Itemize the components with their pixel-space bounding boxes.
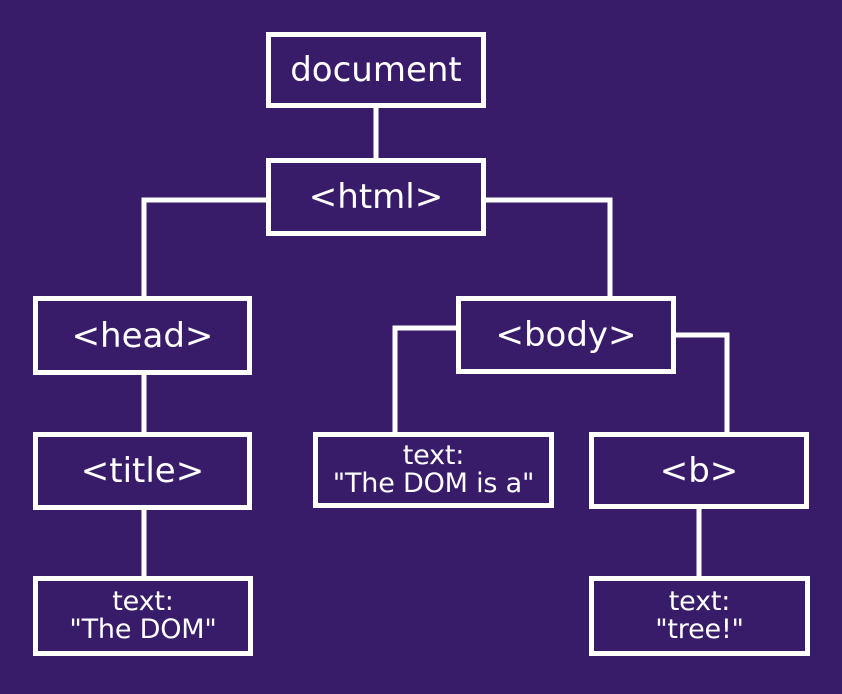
node-body: <body> <box>456 296 676 374</box>
node-title: <title> <box>33 432 252 510</box>
node-text-tree: text: "tree!" <box>589 576 810 656</box>
node-b-label: <b> <box>659 450 739 491</box>
node-text-tree-line2: "tree!" <box>655 614 744 645</box>
node-head: <head> <box>33 296 252 375</box>
node-head-label: <head> <box>71 315 214 356</box>
node-html-label: <html> <box>308 177 444 217</box>
node-b: <b> <box>589 432 809 509</box>
edge-html-body <box>485 197 613 298</box>
node-text-dom-is-a-line1: text: <box>402 440 465 472</box>
edge-body-text-dom-is-a <box>392 325 458 434</box>
node-html: <html> <box>266 158 486 236</box>
node-document-label: document <box>290 50 462 90</box>
node-text-dom-is-a-line2: "The DOM is a" <box>332 468 535 499</box>
node-document: document <box>266 32 486 108</box>
node-text-dom-is-a: text: "The DOM is a" <box>313 432 554 508</box>
node-body-label: <body> <box>495 315 637 355</box>
edge-html-head <box>141 197 266 298</box>
node-title-label: <title> <box>80 451 205 491</box>
node-text-the-dom: text: "The DOM" <box>33 576 253 656</box>
node-text-the-dom-line1: text: <box>112 586 174 618</box>
edge-body-b <box>675 332 730 434</box>
node-text-tree-line1: text: <box>668 586 731 618</box>
node-text-the-dom-line2: "The DOM" <box>69 614 217 645</box>
